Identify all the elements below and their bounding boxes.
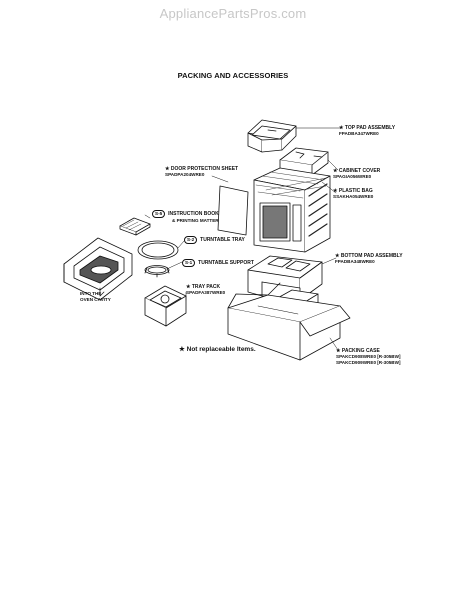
tray-pack — [144, 285, 187, 327]
packing-case — [227, 282, 351, 361]
label-cabinet-cover: ★ CABINET COVER SPAGIA056WRE0 — [333, 168, 380, 180]
instruction-book-name: INSTRUCTION BOOK — [168, 211, 219, 217]
tray-pack-name: ★ TRAY PACK — [186, 284, 221, 290]
into-oven-line2: OVEN CAVITY — [80, 296, 111, 302]
turntable-tray-name: TURNTABLE TRAY — [200, 237, 245, 243]
label-top-pad-assembly: ★ TOP PAD ASSEMBLY FPADBA347WRE0 — [339, 125, 395, 137]
top-pad-name: ★ TOP PAD ASSEMBLY — [339, 125, 396, 131]
packing-case-name: ★ PACKING CASE — [336, 348, 380, 354]
top-pad-assembly — [247, 119, 297, 153]
into-oven-line1: INTO THE — [80, 291, 102, 296]
door-sheet-code: SPADPA204WRE0 — [165, 172, 205, 177]
label-door-protection-sheet: ★ DOOR PROTECTION SHEET SPADPA204WRE0 — [165, 166, 238, 178]
instruction-book-badge: S-5 — [152, 210, 166, 218]
top-pad-code: FPADBA347WRE0 — [339, 131, 379, 136]
microwave-oven — [253, 167, 331, 253]
bottom-pad-name: ★ BOTTOM PAD ASSEMBLY — [335, 253, 403, 259]
bottom-pad-code: FPADBA348WRE0 — [335, 259, 375, 264]
cabinet-cover-code: SPAGIA056WRE0 — [333, 174, 372, 179]
leader-lines — [144, 127, 341, 351]
label-plastic-bag: ★ PLASTIC BAG SSAKHA054WRE0 — [333, 188, 373, 200]
door-sheet-name: ★ DOOR PROTECTION SHEET — [165, 166, 239, 172]
packing-case-code2: SPAKCD909WRE0 [R-305BW] — [336, 360, 401, 365]
oven-cavity-view — [63, 237, 133, 301]
tray-pack-code: SPADFA387WRE0 — [186, 290, 226, 295]
label-packing-case: ★ PACKING CASE SPAKCD908WRE0 [R-305BW] S… — [336, 348, 401, 366]
watermark: AppliancePartsPros.com — [159, 6, 307, 21]
label-tray-pack: ★ TRAY PACK SPADFA387WRE0 — [186, 284, 225, 296]
turntable-support-name: TURNTABLE SUPPORT — [198, 260, 254, 266]
turntable-support-badge: S-1 — [182, 259, 196, 267]
plastic-bag-code: SSAKHA054WRE0 — [333, 194, 374, 199]
instruction-book-name2: & PRINTING MATTER — [172, 217, 219, 223]
label-into-oven-cavity: INTO THE OVEN CAVITY — [80, 291, 111, 302]
not-replaceable-note: ★ Not replaceable Items. — [179, 346, 256, 353]
plastic-bag-name: ★ PLASTIC BAG — [333, 188, 373, 194]
turntable-tray-badge: S-2 — [184, 236, 198, 244]
label-bottom-pad-assembly: ★ BOTTOM PAD ASSEMBLY FPADBA348WRE0 — [335, 253, 403, 265]
door-protection-sheet — [217, 185, 249, 236]
page-title: PACKING AND ACCESSORIES — [177, 71, 289, 80]
cabinet-cover-name: ★ CABINET COVER — [333, 168, 381, 174]
cabinet-cover-pad — [279, 147, 329, 176]
instruction-book — [119, 217, 151, 236]
turntable-support — [144, 265, 170, 278]
packing-case-code1: SPAKCD908WRE0 [R-305BW] — [336, 354, 401, 359]
turntable-tray — [137, 240, 179, 260]
